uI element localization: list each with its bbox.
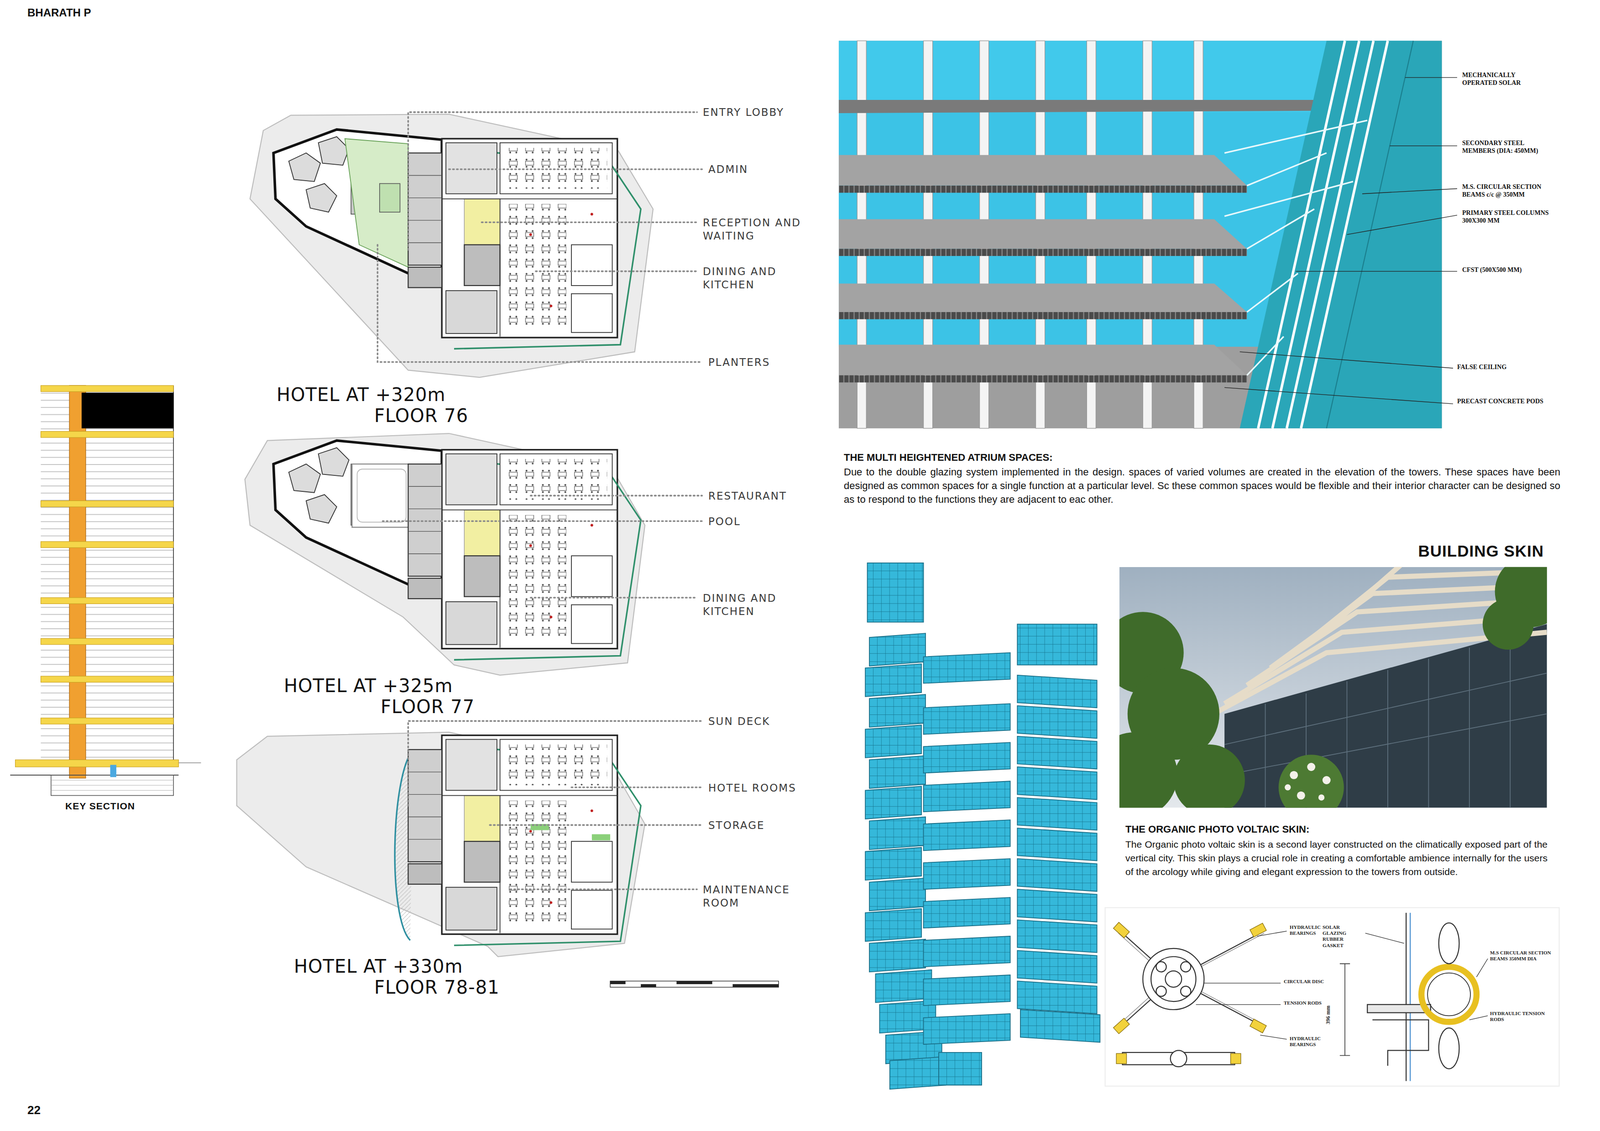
callout-label: PLANTERS [708, 355, 823, 370]
callout-label: RECEPTION AND WAITING [702, 216, 817, 243]
callout-label: POOL [708, 515, 823, 529]
structure-label: CFST (500X500 MM) [1462, 266, 1563, 275]
section-caption: KEY SECTION [65, 800, 136, 812]
page-number: 22 [27, 1103, 41, 1118]
structure-label: FALSE CEILING [1457, 363, 1558, 372]
callout-label: HOTEL ROOMS [708, 781, 823, 795]
author-name: BHARATH P [27, 6, 92, 20]
floor-plan [236, 732, 779, 988]
dimension-label: 396 mm [1324, 1005, 1332, 1025]
structure-label: PRECAST CONCRETE PODS [1457, 397, 1567, 406]
structure-leaders [1224, 77, 1458, 404]
callout-label: MAINTENANCE ROOM [702, 883, 817, 910]
section-heading: THE MULTI HEIGHTENED ATRIUM SPACES: [843, 451, 1053, 464]
detail-label: HYDRAULIC TENSION RODS [1490, 1010, 1552, 1023]
detail-label: SOLAR GLAZING RUBBER GASKET [1322, 924, 1362, 949]
section-heading: BUILDING SKIN [1382, 542, 1544, 561]
callout-label: ADMIN [708, 162, 823, 177]
detail-label: CIRCULAR DISC [1283, 978, 1334, 985]
callout-label: DINING AND KITCHEN [702, 591, 817, 619]
callout-label: ENTRY LOBBY [702, 105, 817, 120]
detail-label: M.S CIRCULAR SECTION BEAMS 350MM DIA [1490, 950, 1552, 963]
connection-detail [1105, 907, 1560, 1087]
plan-title: HOTEL AT +325m FLOOR 77 [283, 675, 503, 718]
callout-leaders [377, 112, 702, 890]
floor-plan [245, 433, 646, 676]
plan-title: HOTEL AT +330m FLOOR 78-81 [293, 956, 523, 999]
section-heading: THE ORGANIC PHOTO VOLTAIC SKIN: [1125, 823, 1310, 836]
structure-label: SECONDARY STEEL MEMBERS (DIA: 450MM) [1462, 139, 1554, 156]
callout-label: DINING AND KITCHEN [702, 265, 817, 292]
detail-label: TENSION RODS [1283, 1000, 1334, 1007]
structure-view [838, 40, 1442, 429]
key-section [10, 385, 201, 796]
callout-label: RESTAURANT [708, 489, 823, 503]
body-paragraph: Due to the double glazing system impleme… [843, 465, 1561, 507]
floor-plan [250, 114, 654, 378]
detail-label: HYDRAULIC BEARINGS [1289, 1035, 1329, 1048]
structure-label: PRIMARY STEEL COLUMNS 300X300 MM [1462, 209, 1556, 225]
body-paragraph: The Organic photo voltaic skin is a seco… [1125, 837, 1548, 879]
callout-label: STORAGE [708, 819, 823, 833]
render-photo [1119, 567, 1548, 809]
structure-label: M.S. CIRCULAR SECTION BEAMS c/c @ 350MM [1462, 183, 1556, 199]
plan-title: HOTEL AT +320m FLOOR 76 [276, 384, 496, 427]
skin-illustration [865, 563, 1100, 1090]
structure-label: MECHANICALLY OPERATED SOLAR [1462, 71, 1545, 88]
callout-label: SUN DECK [708, 715, 823, 729]
